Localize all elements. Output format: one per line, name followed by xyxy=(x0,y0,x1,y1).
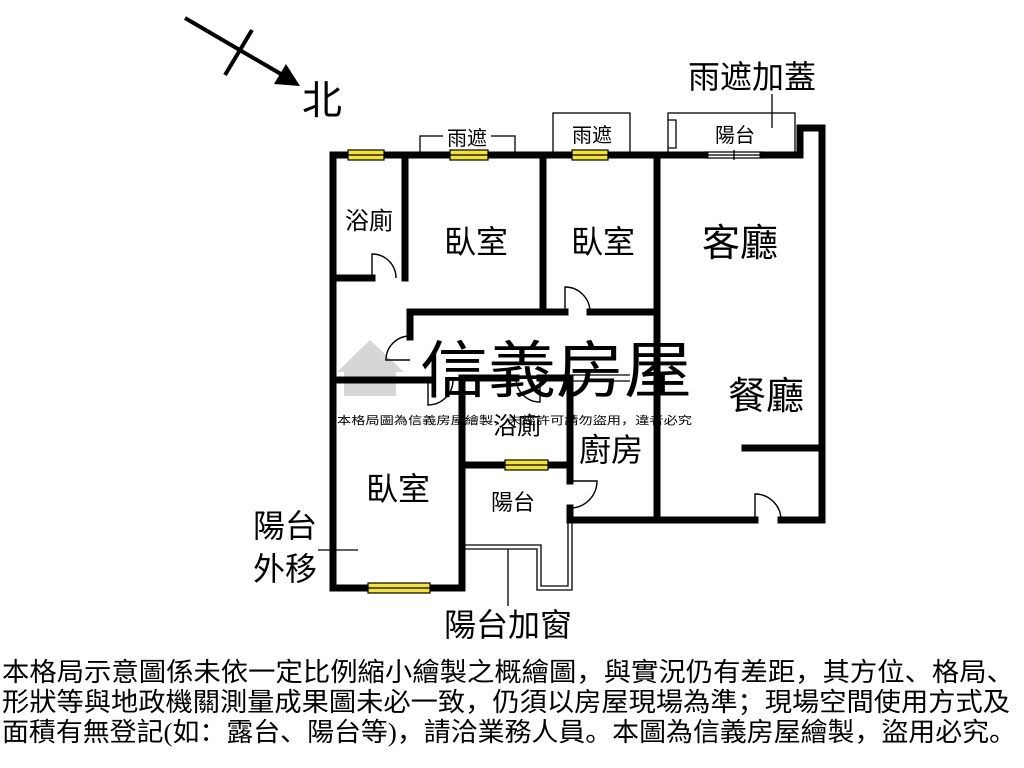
north-arrow-head xyxy=(274,64,300,86)
rain-shade-label-1: 雨遮 xyxy=(447,127,487,150)
door-corridor-left xyxy=(385,335,411,361)
balcony-outline-outer xyxy=(465,522,573,591)
exterior-outlines: 雨遮 雨遮 陽台 雨遮加蓋 xyxy=(419,59,816,156)
windows xyxy=(347,149,609,594)
balcony-window-note: 陽台加窗 xyxy=(444,607,572,643)
watermark-house-logo xyxy=(337,340,404,396)
label-bedroom-c: 臥室 xyxy=(366,471,430,507)
sliding-doors xyxy=(572,150,763,382)
label-bedroom-b: 臥室 xyxy=(571,224,635,260)
door-entrance xyxy=(754,493,782,521)
disclaimer: 本格局示意圖係未依一定比例縮小繪製之概繪圖，與實況仍有差距，其方位、格局、 形狀… xyxy=(2,658,1016,747)
balcony-outline-inner xyxy=(465,522,569,587)
label-bath-top: 浴廁 xyxy=(345,208,393,235)
door-bedroom-b xyxy=(564,286,591,313)
door-bath-mid xyxy=(515,377,541,403)
disclaimer-line-2: 形狀等與地政機關測量成果圖未必一致，仍須以房屋現場為準；現場空間使用方式及 xyxy=(2,688,1010,717)
north-arrow-shaft xyxy=(183,16,288,79)
rain-shade-label-bg-1 xyxy=(443,126,491,148)
north-label: 北 xyxy=(302,78,342,123)
door-balcony-mid xyxy=(569,480,598,509)
door-bedroom-c xyxy=(427,379,454,406)
label-balcony-mid: 陽台 xyxy=(491,490,535,515)
door-bath-top xyxy=(371,253,397,279)
disclaimer-line-1: 本格局示意圖係未依一定比例縮小繪製之概繪圖，與實況仍有差距，其方位、格局、 xyxy=(2,658,1014,687)
top-balcony-label: 陽台 xyxy=(715,124,755,147)
compass-cross-line xyxy=(223,28,254,77)
balcony-moved-note-line1: 陽台 xyxy=(253,508,317,544)
doors xyxy=(371,253,782,521)
rain-shade-covered-note: 雨遮加蓋 xyxy=(688,59,816,95)
label-dining-room: 餐廳 xyxy=(728,376,804,418)
rain-shade-label-2: 雨遮 xyxy=(572,124,612,147)
compass: 北 xyxy=(183,16,342,123)
annotations: 陽台 外移 陽台加窗 xyxy=(253,508,572,643)
top-balcony-notch xyxy=(668,119,677,149)
label-kitchen: 廚房 xyxy=(579,432,643,468)
watermark-notice: 本格局圖為信義房屋繪製，未經許可請勿盜用，違者必究 xyxy=(337,413,692,427)
top-balcony-box xyxy=(667,112,796,156)
label-bedroom-a: 臥室 xyxy=(444,224,508,260)
balcony-window-outline xyxy=(465,522,573,591)
label-living-room: 客廳 xyxy=(702,223,778,265)
walls xyxy=(329,124,826,592)
balcony-moved-note-line2: 外移 xyxy=(253,551,317,587)
label-bath-mid: 浴廁 xyxy=(493,413,541,440)
disclaimer-line-3: 面積有無登記(如：露台、陽台等)，請洽業務人員。本圖為信義房屋繪製，盜用必究。 xyxy=(2,718,1016,747)
room-labels: 浴廁 臥室 臥室 客廳 餐廳 浴廁 廚房 臥室 陽台 xyxy=(345,208,804,515)
